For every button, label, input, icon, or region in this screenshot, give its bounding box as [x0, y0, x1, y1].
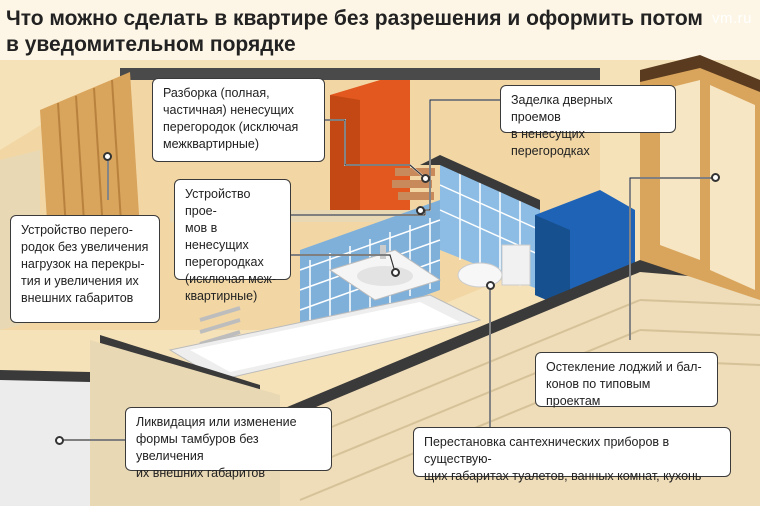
- callout-non-load-bearing-walls: Разборка (полная, частичная) ненесущих п…: [152, 78, 325, 162]
- callout-door-openings: Заделка дверных проемов в ненесущих пере…: [500, 85, 676, 158]
- callout-new-partitions: Устройство перего- родок без увеличения …: [10, 215, 160, 323]
- callout-balcony-glazing: Остекление лоджий и бал- конов по типовы…: [535, 352, 718, 408]
- callout-text: Устройство прое- мов в ненесущих перегор…: [185, 187, 277, 303]
- marker-dot-7: [55, 436, 64, 445]
- callout-vestibules: Ликвидация или изменение формы тамбуров …: [125, 407, 332, 480]
- marker-dot-5: [711, 173, 720, 182]
- callout-text: Разборка (полная, частичная) ненесущих п…: [163, 86, 299, 151]
- callout-text: Перестановка сантехнических приборов в с…: [424, 435, 702, 483]
- marker-dot-6: [486, 281, 495, 290]
- marker-dot-3: [103, 152, 112, 161]
- marker-dot-1: [421, 174, 430, 183]
- callout-text: Ликвидация или изменение формы тамбуров …: [136, 415, 297, 480]
- source-logo: vm.ru: [712, 10, 752, 27]
- callout-text: Устройство перего- родок без увеличения …: [21, 223, 149, 305]
- callout-openings-in-walls: Устройство прое- мов в ненесущих перегор…: [174, 179, 291, 303]
- callout-text: Заделка дверных проемов в ненесущих пере…: [511, 93, 613, 158]
- marker-dot-2: [416, 206, 425, 215]
- marker-dot-4: [391, 268, 400, 277]
- callout-plumbing: Перестановка сантехнических приборов в с…: [413, 427, 731, 483]
- callout-text: Остекление лоджий и бал- конов по типовы…: [546, 360, 702, 408]
- page-title: Что можно сделать в квартире без разреше…: [6, 7, 703, 56]
